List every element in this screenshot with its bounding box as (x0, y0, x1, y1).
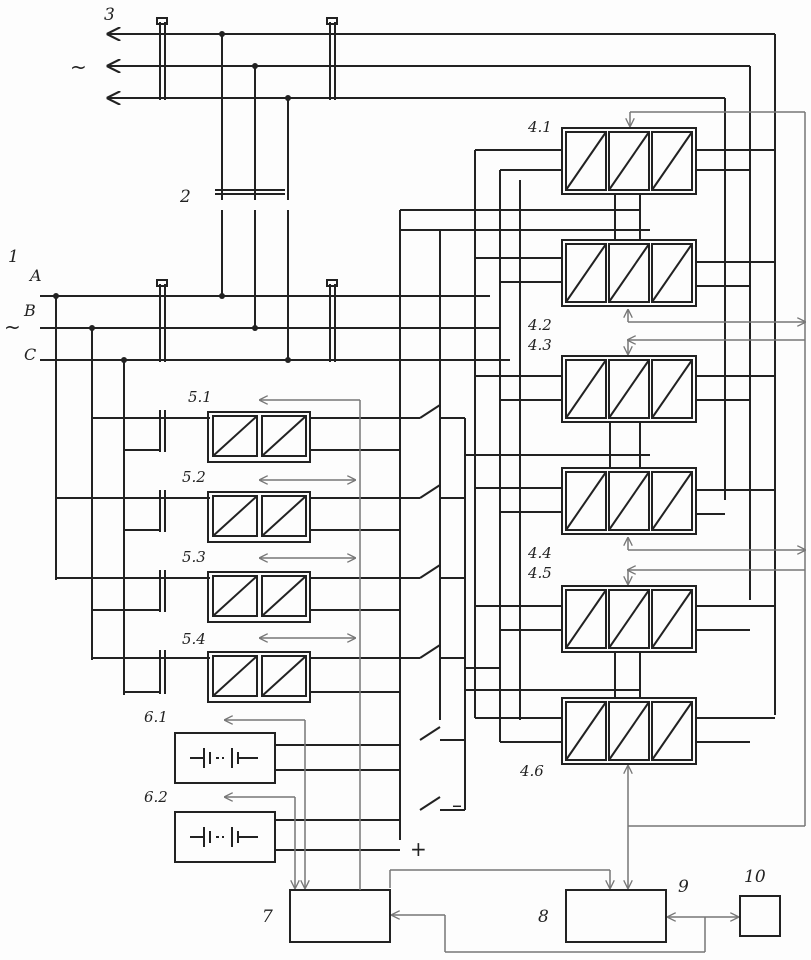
label-bypass: 2 (179, 187, 191, 207)
rectifier-5-2 (207, 491, 311, 543)
inverter-4-1 (561, 127, 697, 195)
output-breaker-right (326, 17, 338, 100)
label-terminal-10: 10 (744, 867, 766, 887)
rectifier-feeds (56, 417, 420, 693)
control-signals (225, 111, 805, 953)
label-output-bus: 3 (104, 5, 115, 25)
label-ac-in: ~ (4, 315, 21, 339)
rectifier-5-4 (207, 651, 311, 703)
inverter-4-6 (561, 697, 697, 765)
label-inverter-4-4: 4.4 (527, 544, 552, 562)
inverter-wiring (474, 149, 775, 743)
rectifier-breakers (159, 410, 166, 694)
battery-6-1 (174, 732, 400, 784)
inverter-4-4 (561, 467, 697, 535)
output-breaker-left (156, 17, 168, 100)
rectifier-5-3 (207, 571, 311, 623)
terminal-10 (739, 895, 781, 937)
label-rectifier-5-2: 5.2 (182, 468, 206, 486)
label-phase-b: B (23, 301, 36, 320)
control-unit-7 (289, 889, 391, 943)
input-breaker-left (156, 279, 168, 362)
label-interface-9: 9 (678, 877, 689, 897)
labels: 3 ~ 2 1 ~ A B C 4.1 4.2 4.3 4.4 4.5 4.6 … (4, 5, 766, 927)
label-ac-out: ~ (70, 55, 87, 79)
output-bus (108, 34, 776, 715)
label-rectifier-5-4: 5.4 (182, 630, 206, 648)
inverter-4-5 (561, 585, 697, 653)
battery-6-2 (174, 811, 400, 863)
label-battery-6-2: 6.2 (144, 788, 168, 806)
rectifier-5-1 (207, 411, 311, 463)
inverter-4-3 (561, 355, 697, 423)
label-inverter-4-2: 4.2 (527, 316, 552, 334)
monitor-unit-8 (565, 889, 667, 943)
label-phase-a: A (28, 266, 42, 285)
input-breaker-right (326, 279, 338, 362)
label-battery-6-1: 6.1 (144, 708, 168, 726)
label-inverter-4-5: 4.5 (527, 564, 552, 582)
label-inverter-4-1: 4.1 (527, 118, 552, 136)
inverter-4-2 (561, 239, 697, 307)
label-rectifier-5-1: 5.1 (188, 388, 212, 406)
label-monitor-unit-8: 8 (538, 907, 549, 927)
bypass-lines (215, 34, 289, 360)
input-bus (40, 295, 510, 695)
label-inverter-4-3: 4.3 (527, 336, 552, 354)
label-plus: + (410, 837, 427, 861)
label-minus: – (452, 793, 462, 817)
label-input-bus: 1 (8, 247, 19, 267)
label-rectifier-5-3: 5.3 (182, 548, 206, 566)
label-control-unit-7: 7 (262, 907, 273, 927)
label-phase-c: C (24, 345, 36, 364)
bus-nodes (53, 31, 291, 363)
label-inverter-4-6: 4.6 (519, 762, 544, 780)
